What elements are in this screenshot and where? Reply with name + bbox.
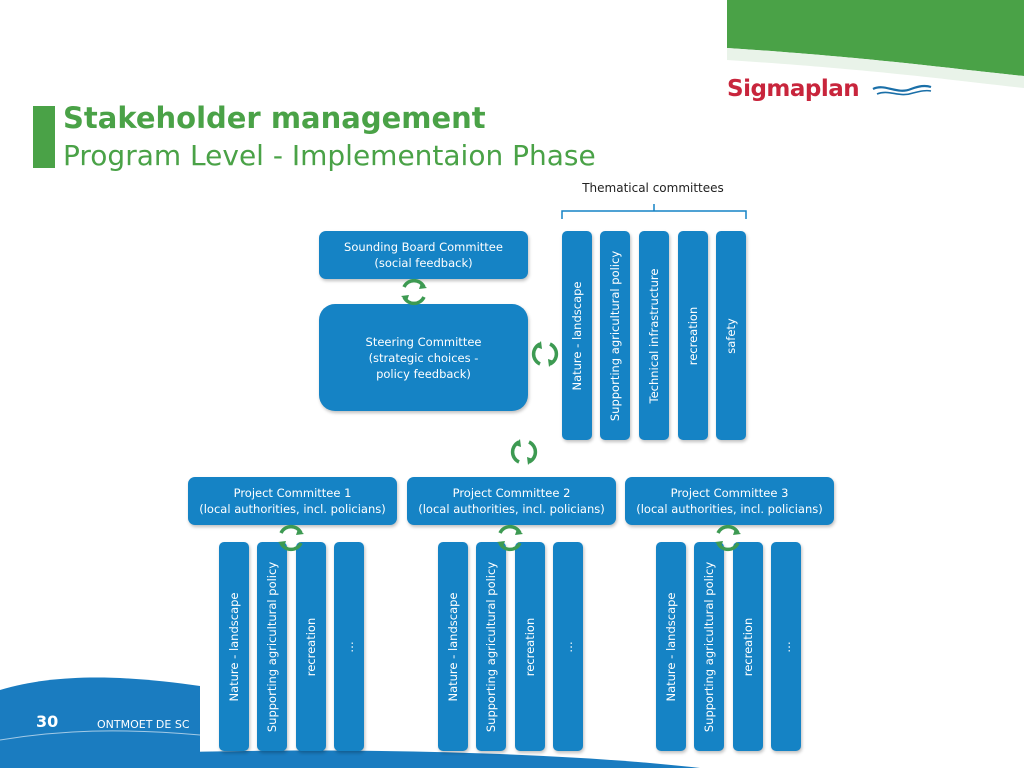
project-committee-title: Project Committee 3: [670, 486, 789, 500]
circular-arrows-icon: [401, 278, 427, 306]
project-column-label: Supporting agricultural policy: [265, 561, 279, 732]
project-column-label: Nature - landscape: [227, 591, 241, 702]
project-committee-sub: (local authorities, incl. policians): [418, 502, 605, 516]
thematic-column-label: recreation: [686, 306, 700, 365]
steering-committee: Steering Committee (strategic choices - …: [319, 304, 528, 411]
project-committee-title: Project Committee 2: [452, 486, 571, 500]
project3-column-more: …: [771, 542, 801, 751]
page-subtitle: Program Level - Implementaion Phase: [63, 139, 596, 172]
project-committee-title: Project Committee 1: [233, 486, 352, 500]
thematic-column-nature-landscape: Nature - landscape: [562, 231, 592, 440]
sigmaplan-logo: Sigmaplan: [727, 76, 933, 102]
project1-column-more: …: [334, 542, 364, 751]
top-green-wave: [727, 0, 1024, 76]
page-title: Stakeholder management: [63, 101, 486, 135]
thematic-column-recreation: recreation: [678, 231, 708, 440]
project-committee-3: Project Committee 3 (local authorities, …: [625, 477, 834, 525]
footer-line: [0, 730, 201, 741]
project3-column-recreation: recreation: [733, 542, 763, 751]
project2-column-nature-landscape: Nature - landscape: [438, 542, 468, 751]
circular-arrows-icon: [715, 524, 741, 552]
thematic-column-technical-infrastructure: Technical infrastructure: [639, 231, 669, 440]
thematic-committees-label: Thematical committees: [582, 181, 724, 195]
footer-blue-wave: [0, 677, 200, 768]
thematic-column-label: Technical infrastructure: [647, 268, 661, 403]
project-committee-1: Project Committee 1 (local authorities, …: [188, 477, 397, 525]
project2-column-more: …: [553, 542, 583, 751]
project-column-label: …: [561, 640, 575, 653]
circular-arrows-icon: [497, 524, 523, 552]
project-committee-sub: (local authorities, incl. policians): [636, 502, 823, 516]
top-light-wave: [727, 48, 1024, 88]
project3-column-agricultural-policy: Supporting agricultural policy: [694, 542, 724, 751]
project1-column-nature-landscape: Nature - landscape: [219, 542, 249, 751]
project-column-label: …: [779, 640, 793, 653]
project2-column-recreation: recreation: [515, 542, 545, 751]
project2-column-agricultural-policy: Supporting agricultural policy: [476, 542, 506, 751]
logo-wave-icon: [872, 84, 932, 95]
project-column-label: Supporting agricultural policy: [484, 561, 498, 732]
thematic-column-label: Supporting agricultural policy: [608, 250, 622, 421]
project3-column-nature-landscape: Nature - landscape: [656, 542, 686, 751]
circular-arrows-icon: [510, 439, 538, 465]
project-column-label: …: [342, 640, 356, 653]
thematic-column-label: Nature - landscape: [570, 280, 584, 391]
sounding-board-committee: Sounding Board Committee (social feedbac…: [319, 231, 528, 279]
project-column-label: Supporting agricultural policy: [702, 561, 716, 732]
project-column-label: recreation: [741, 617, 755, 676]
page-number: 30: [36, 712, 59, 731]
footer-blue-wave-right: [187, 750, 700, 768]
project-column-label: recreation: [523, 617, 537, 676]
project-committee-sub: (local authorities, incl. policians): [199, 502, 386, 516]
footer-tagline: ONTMOET DE SCHELDE: [97, 718, 189, 731]
project-column-label: Nature - landscape: [664, 591, 678, 702]
project1-column-agricultural-policy: Supporting agricultural policy: [257, 542, 287, 751]
thematic-column-safety: safety: [716, 231, 746, 440]
thematic-column-agricultural-policy: Supporting agricultural policy: [600, 231, 630, 440]
title-accent-bar: [33, 106, 55, 168]
project-column-label: Nature - landscape: [446, 591, 460, 702]
circular-arrows-icon: [531, 341, 559, 367]
thematic-bracket: [561, 204, 747, 219]
project1-column-recreation: recreation: [296, 542, 326, 751]
project-committee-2: Project Committee 2 (local authorities, …: [407, 477, 616, 525]
project-column-label: recreation: [304, 617, 318, 676]
thematic-column-label: safety: [724, 317, 738, 354]
circular-arrows-icon: [278, 524, 304, 552]
